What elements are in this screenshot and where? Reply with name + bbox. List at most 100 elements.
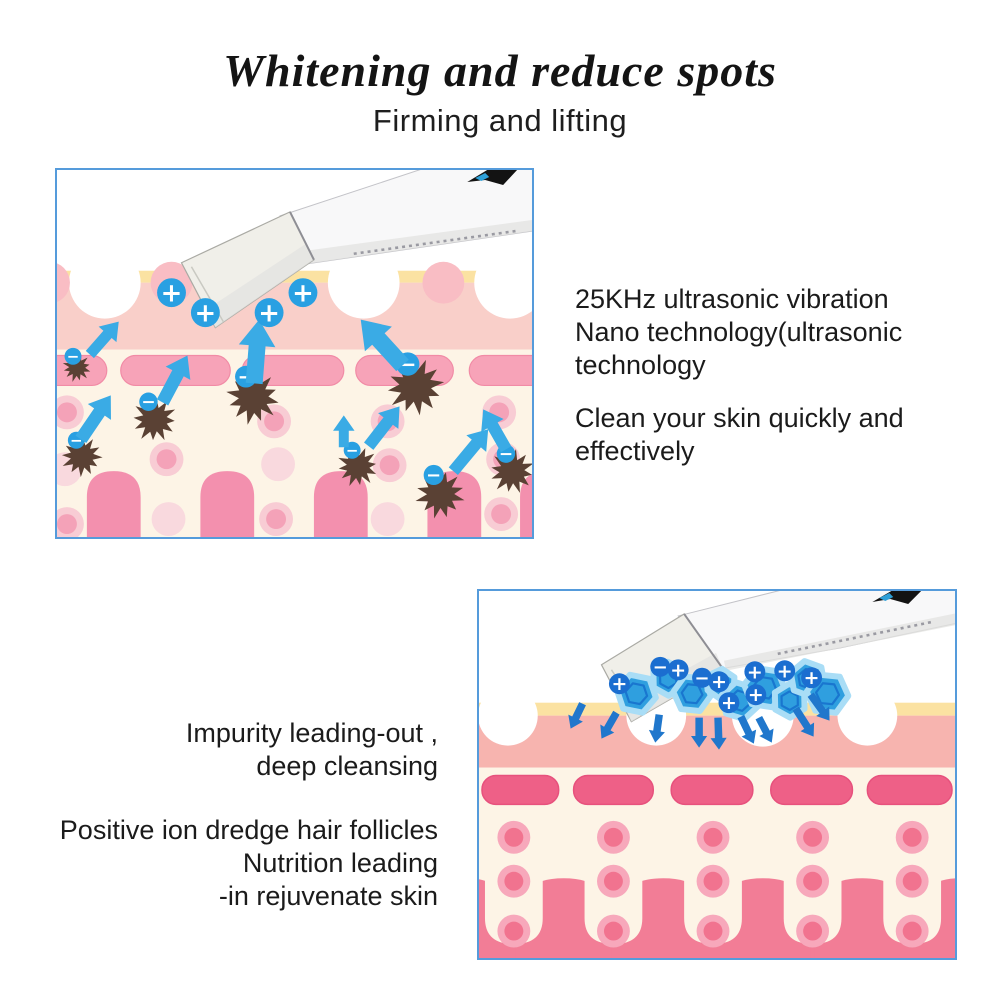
- skin-diagram-nutrition-in: ++++++++−−: [479, 591, 955, 958]
- negative-ion-icon-glyph: −: [141, 391, 155, 411]
- negative-ion-icon-circle: [139, 392, 158, 411]
- skin-cell-center: [703, 871, 723, 891]
- positive-ion-icon: +: [288, 278, 318, 309]
- positive-ion-icon-circle: [774, 660, 796, 682]
- positive-ion-icon-glyph: +: [747, 661, 763, 683]
- positive-ion-icon-glyph: +: [670, 659, 686, 681]
- skin-cell-center: [379, 455, 400, 476]
- dermal-finger: [200, 471, 255, 537]
- positive-ion-icon: +: [744, 661, 766, 683]
- impurity-out-arrow-icon: [85, 321, 119, 359]
- positive-ion-icon-circle: [288, 278, 318, 308]
- positive-ion-icon-glyph: +: [258, 299, 280, 329]
- impurity-spiky-blob: [133, 396, 176, 441]
- skin-cell-center: [902, 921, 922, 941]
- positive-ion-icon: +: [708, 671, 730, 693]
- skin-cell-center: [902, 871, 922, 891]
- positive-ion-icon-glyph: +: [161, 279, 183, 309]
- positive-ion-icon-glyph: +: [611, 673, 627, 695]
- positive-ion-icon: +: [667, 659, 689, 681]
- brand-logo: [872, 591, 922, 604]
- impurity-out-arrow-icon: [360, 319, 409, 372]
- impurity-out-arrow-icon: [481, 409, 512, 453]
- skin-cell-center: [703, 827, 723, 847]
- skin-cell: [261, 447, 295, 482]
- page-subtitle: Firming and lifting: [372, 103, 628, 138]
- skin-cell: [370, 502, 405, 537]
- brand-logo: [467, 170, 518, 185]
- skin-cell-center: [264, 411, 285, 432]
- page-title: Whitening and reduce spots: [223, 45, 777, 96]
- feature-top-para2: Clean your skin quickly and effectively: [575, 403, 904, 466]
- skin-cell-center: [504, 871, 524, 891]
- skin-cell-center: [156, 449, 177, 470]
- negative-ion-icon-circle: [423, 464, 444, 486]
- impurity-out-arrow-icon: [364, 406, 400, 450]
- impurity-particle: −: [133, 391, 176, 441]
- impurity-out-arrow-icon: [75, 395, 111, 443]
- positive-ion-icon-glyph: +: [195, 299, 217, 329]
- positive-ion-icon: +: [157, 278, 186, 309]
- positive-ion-icon: +: [190, 298, 220, 329]
- nutrition-in-arrow-icon: [568, 702, 586, 729]
- positive-ion-icon-circle: [190, 298, 220, 328]
- impurity-spiky-blob: [61, 437, 103, 478]
- nutrition-in-arrow-icon: [755, 715, 774, 743]
- skin-diagram-impurity-out: −−−−−−−−++++: [57, 170, 532, 537]
- skin-cell-center: [803, 921, 823, 941]
- feature-top-para1: 25KHz ultrasonic vibration Nano technolo…: [575, 284, 903, 380]
- positive-ion-icon: +: [718, 692, 740, 714]
- positive-ion-icon-glyph: +: [748, 684, 764, 706]
- negative-ion-icon-glyph: −: [695, 668, 710, 689]
- dermal-finger: [520, 474, 532, 537]
- figure-ultrasonic-cleaning: −−−−−−−−++++: [55, 168, 534, 539]
- collagen-pill: [670, 774, 754, 806]
- skin-cell-center: [603, 827, 623, 847]
- negative-ion-icon: −: [64, 348, 82, 366]
- nutrition-in-arrow-icon: [737, 715, 757, 744]
- skin-cell-center: [603, 871, 623, 891]
- device-tip-shade: [206, 243, 314, 328]
- feature-bottom-para1: Impurity leading-out , deep cleansing: [185, 718, 438, 781]
- collagen-pill: [572, 774, 655, 806]
- positive-ion-icon-circle: [718, 692, 740, 714]
- skin-cell: [151, 502, 186, 537]
- impurity-particle: −: [415, 464, 465, 519]
- negative-ion-icon-glyph: −: [426, 465, 441, 486]
- nutrition-in-arrow-icon: [600, 710, 620, 739]
- skin-scrubber-device: [180, 170, 532, 329]
- positive-ion-icon-glyph: +: [292, 279, 314, 309]
- positive-ion-icon: +: [608, 673, 630, 695]
- nutrition-in-arrow-icon: [691, 717, 708, 748]
- positive-ion-icon-circle: [744, 661, 766, 683]
- positive-ion-icon-circle: [157, 278, 186, 308]
- negative-ion-icon-glyph: −: [346, 441, 359, 459]
- positive-ion-icon-glyph: +: [721, 692, 737, 714]
- figure-ion-nutrition: ++++++++−−: [477, 589, 957, 960]
- collagen-pill: [866, 774, 953, 806]
- skin-cell-center: [803, 827, 823, 847]
- negative-ion-icon: −: [423, 464, 444, 486]
- epidermis-scallop: [327, 246, 400, 319]
- negative-ion-icon-glyph: −: [67, 348, 80, 366]
- skin-cell-center: [504, 827, 524, 847]
- epidermis-scallop: [479, 685, 538, 746]
- epidermis-scallop: [422, 261, 465, 304]
- feature-text-bottom: Impurity leading-out , deep cleansing Po…: [30, 717, 438, 913]
- negative-ion-icon-circle: [692, 667, 713, 688]
- skin-surface-layer: [57, 270, 532, 283]
- positive-ion-icon-circle: [801, 667, 823, 689]
- epidermis-scallop: [474, 246, 532, 319]
- brand-logo-accent: [475, 172, 490, 181]
- negative-ion-icon-circle: [650, 656, 671, 677]
- positive-ion-icon-circle: [708, 671, 730, 693]
- dermal-finger: [86, 471, 141, 537]
- skin-cell-center: [57, 514, 77, 535]
- positive-ion-icon-circle: [667, 659, 689, 681]
- positive-ion-icon: +: [254, 298, 284, 329]
- nutrition-in-arrow-icon: [807, 692, 830, 721]
- skin-cell-center: [603, 921, 623, 941]
- positive-ion-icon-circle: [254, 298, 284, 328]
- feature-bottom-para2: Positive ion dredge hair follicles Nutri…: [59, 815, 438, 911]
